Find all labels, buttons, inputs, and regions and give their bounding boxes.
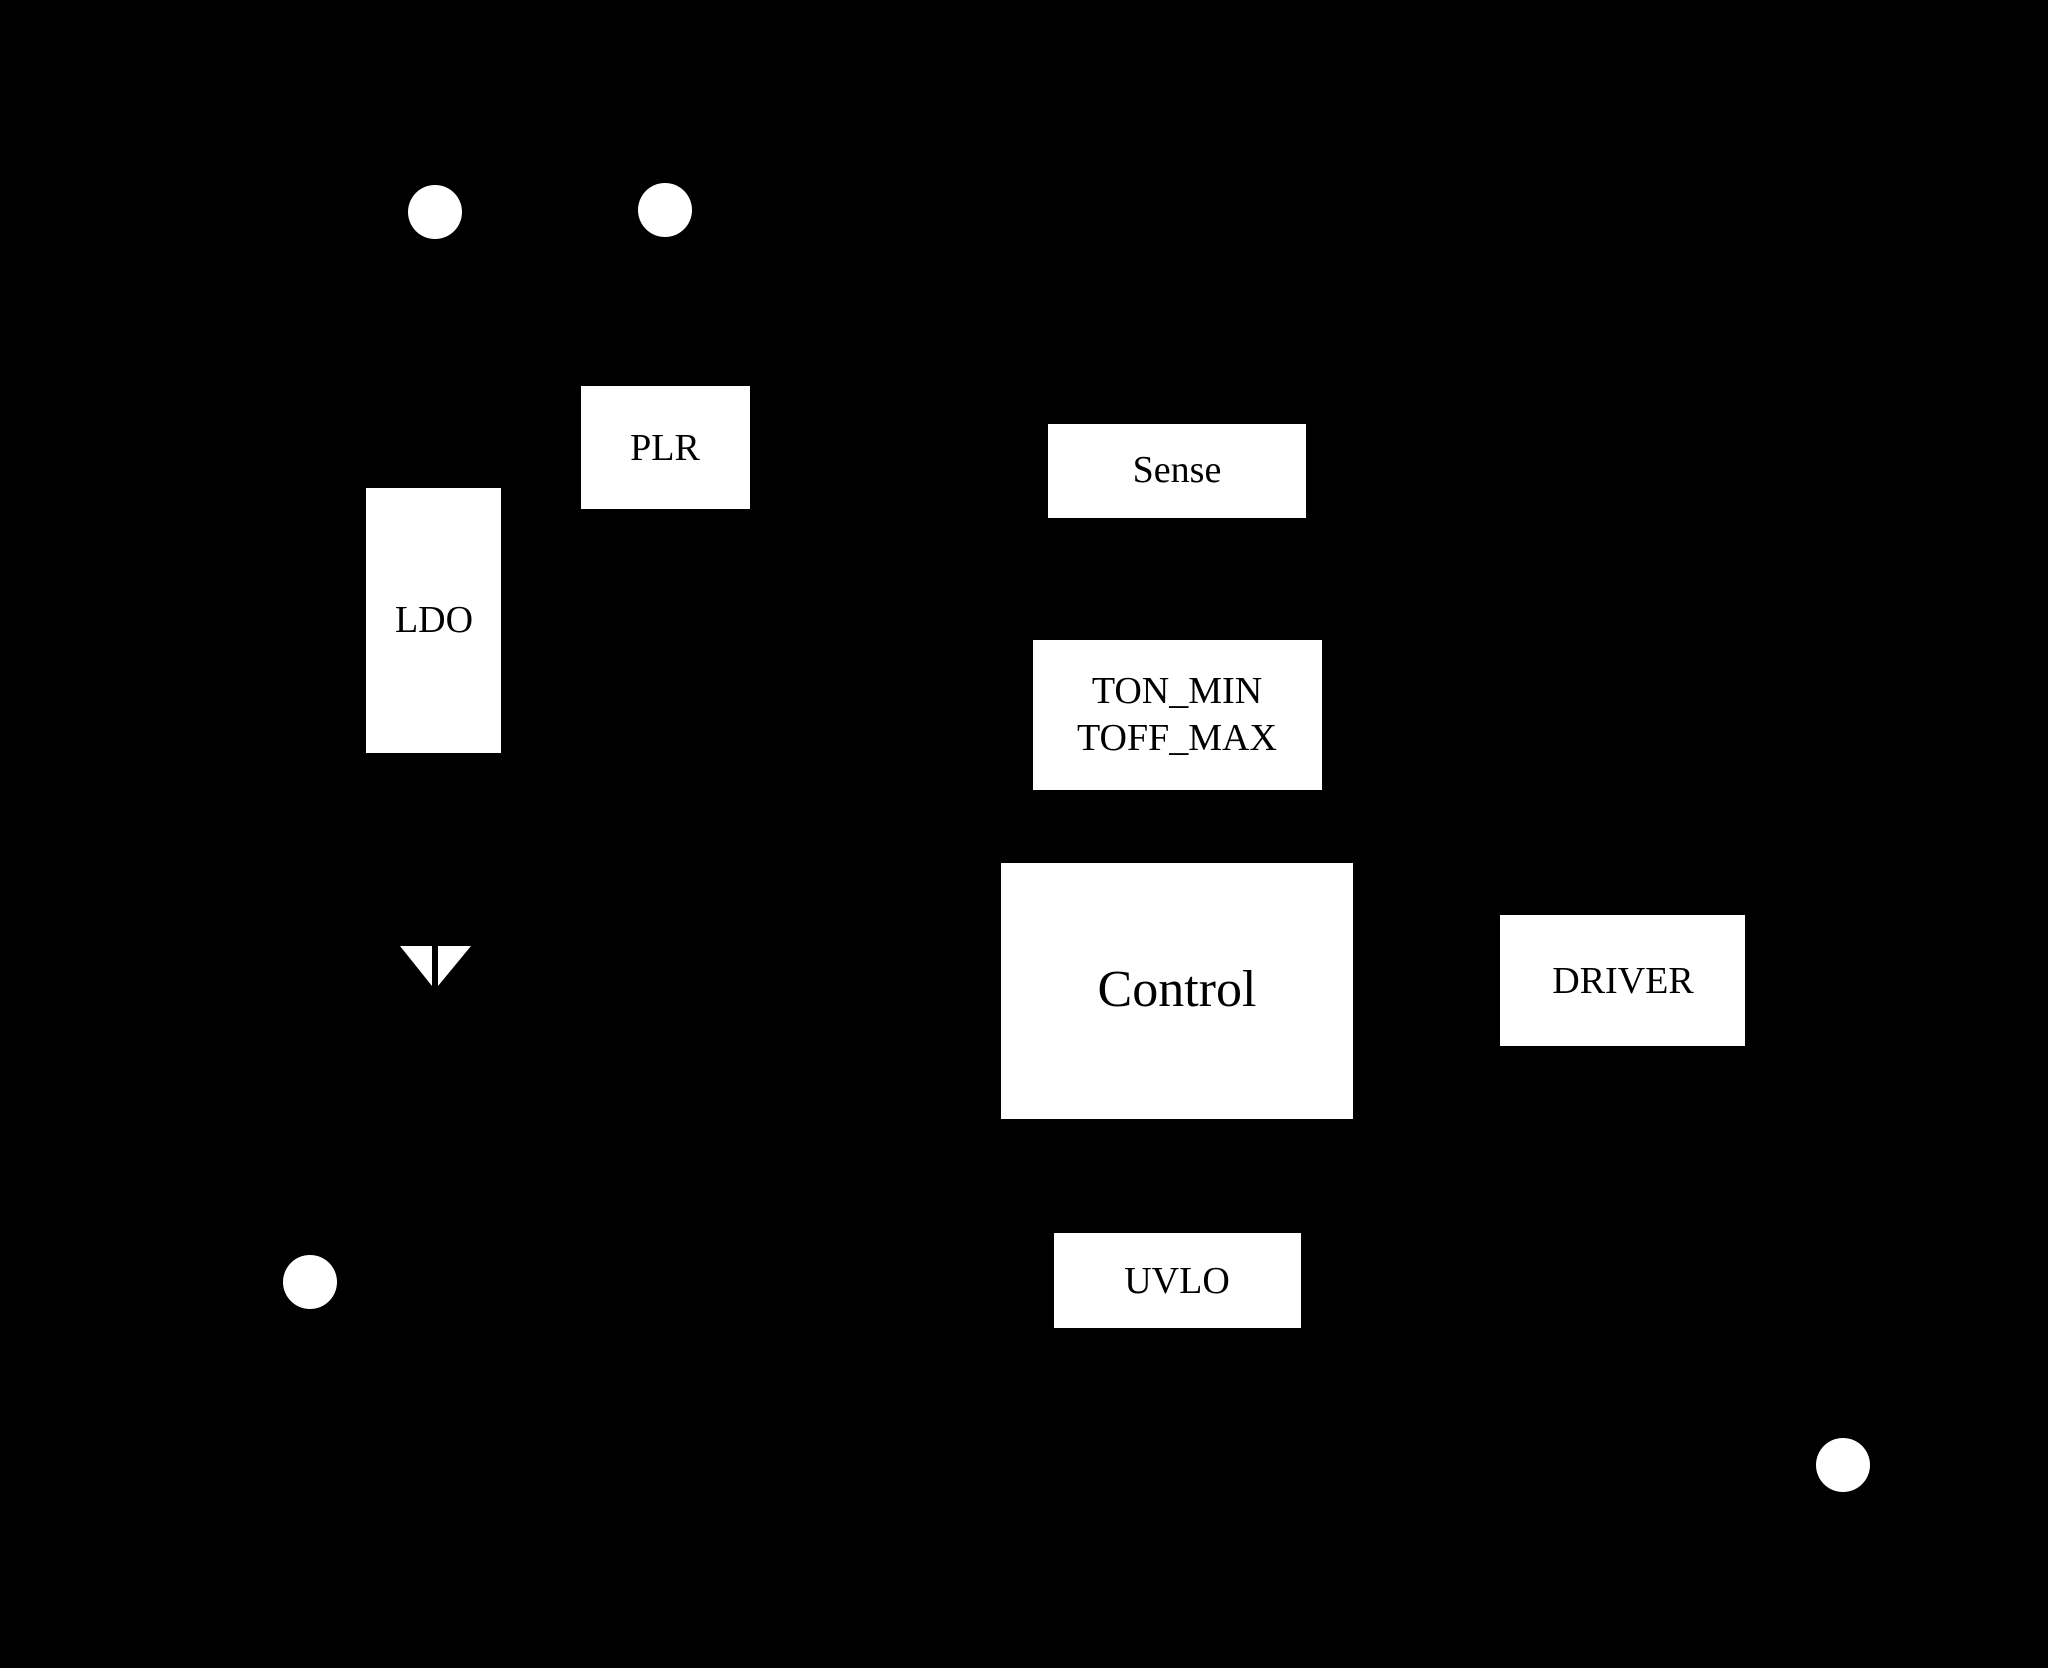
ground-triangle-icon xyxy=(400,946,471,986)
driver-label: DRIVER xyxy=(1552,960,1694,1002)
plr-block: PLR xyxy=(581,386,750,509)
terminal-pin-4 xyxy=(1816,1438,1870,1492)
timer-label-ton-min: TON_MIN xyxy=(1092,670,1262,712)
timer-label-toff-max: TOFF_MAX xyxy=(1077,717,1277,759)
terminal-pin-2 xyxy=(638,183,692,237)
control-label: Control xyxy=(1098,961,1257,1018)
terminal-pin-3 xyxy=(283,1255,337,1309)
control-block: Control xyxy=(1001,863,1353,1119)
plr-label: PLR xyxy=(630,427,700,469)
uvlo-label: UVLO xyxy=(1124,1260,1230,1302)
ldo-block: LDO xyxy=(366,488,501,753)
timer-block: TON_MIN TOFF_MAX xyxy=(1033,640,1322,790)
terminal-pin-1 xyxy=(408,185,462,239)
uvlo-block: UVLO xyxy=(1054,1233,1301,1328)
ldo-label: LDO xyxy=(395,599,473,641)
driver-block: DRIVER xyxy=(1500,915,1745,1046)
sense-block: Sense xyxy=(1048,424,1306,518)
sense-label: Sense xyxy=(1133,449,1222,491)
